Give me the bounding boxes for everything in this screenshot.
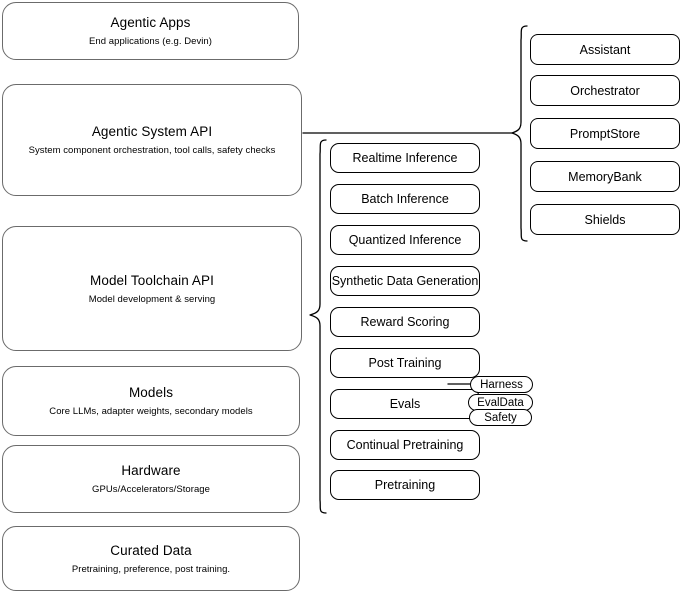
layer-title: Hardware bbox=[121, 463, 181, 478]
node-synthetic-data-generation[interactable]: Synthetic Data Generation bbox=[330, 266, 480, 296]
system-nodes-brace bbox=[511, 25, 528, 242]
layer-models[interactable]: Models Core LLMs, adapter weights, secon… bbox=[2, 366, 300, 436]
layer-title: Curated Data bbox=[110, 542, 192, 558]
layer-subtitle: Pretraining, preference, post training. bbox=[71, 563, 231, 575]
node-orchestrator[interactable]: Orchestrator bbox=[530, 75, 680, 106]
node-quantized-inference[interactable]: Quantized Inference bbox=[330, 225, 480, 255]
toolchain-nodes-brace bbox=[309, 139, 327, 514]
layer-title: Agentic System API bbox=[91, 124, 213, 139]
layer-subtitle: System component orchestration, tool cal… bbox=[28, 145, 276, 156]
node-memorybank[interactable]: MemoryBank bbox=[530, 161, 680, 192]
pill-harness[interactable]: Harness bbox=[470, 376, 533, 393]
node-realtime-inference[interactable]: Realtime Inference bbox=[330, 143, 480, 173]
pill-safety[interactable]: Safety bbox=[469, 409, 532, 426]
layer-title: Models bbox=[128, 385, 174, 400]
layer-hardware[interactable]: Hardware GPUs/Accelerators/Storage bbox=[2, 445, 300, 513]
layer-subtitle: Core LLMs, adapter weights, secondary mo… bbox=[49, 406, 253, 417]
layer-agentic-apps[interactable]: Agentic Apps End applications (e.g. Devi… bbox=[2, 2, 299, 60]
layer-model-toolchain-api[interactable]: Model Toolchain API Model development & … bbox=[2, 226, 302, 351]
layer-title: Model Toolchain API bbox=[90, 272, 214, 288]
layer-title: Agentic Apps bbox=[110, 15, 191, 30]
layer-curated-data[interactable]: Curated Data Pretraining, preference, po… bbox=[2, 526, 300, 591]
node-continual-pretraining[interactable]: Continual Pretraining bbox=[330, 430, 480, 460]
node-promptstore[interactable]: PromptStore bbox=[530, 118, 680, 149]
layer-subtitle: GPUs/Accelerators/Storage bbox=[92, 484, 210, 495]
layer-subtitle: End applications (e.g. Devin) bbox=[89, 36, 212, 47]
node-shields[interactable]: Shields bbox=[530, 204, 680, 235]
node-assistant[interactable]: Assistant bbox=[530, 34, 680, 65]
layer-agentic-system-api[interactable]: Agentic System API System component orch… bbox=[2, 84, 302, 196]
node-reward-scoring[interactable]: Reward Scoring bbox=[330, 307, 480, 337]
layer-subtitle: Model development & serving bbox=[88, 293, 216, 305]
node-post-training[interactable]: Post Training bbox=[330, 348, 480, 378]
node-pretraining[interactable]: Pretraining bbox=[330, 470, 480, 500]
node-batch-inference[interactable]: Batch Inference bbox=[330, 184, 480, 214]
node-evals[interactable]: Evals bbox=[330, 389, 480, 419]
